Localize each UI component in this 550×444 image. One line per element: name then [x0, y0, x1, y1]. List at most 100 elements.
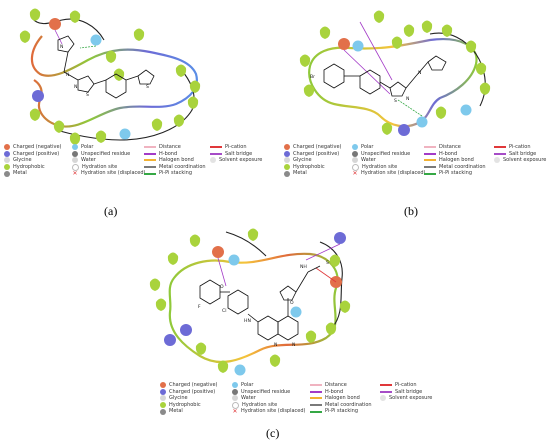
caption-a: (a) — [104, 204, 118, 218]
atom-label: S — [86, 92, 89, 98]
residue-hydrophobic — [175, 64, 187, 77]
residues-c — [149, 228, 351, 376]
legend-label: Salt bridge — [225, 150, 253, 157]
atom-label: S — [146, 84, 149, 90]
residue-hydrophobic — [373, 10, 385, 23]
residue-positive — [164, 334, 176, 346]
backbone-c — [225, 231, 267, 257]
legend-label: Charged (positive) — [169, 388, 216, 395]
residue-hydrophobic — [151, 118, 163, 131]
residue-hydrophobic — [269, 354, 281, 367]
legend-label: Metal — [13, 170, 27, 177]
legend-label: Metal coordination — [159, 163, 206, 170]
atom-label: N — [292, 342, 295, 348]
legend-label: H-bond — [439, 150, 458, 157]
residue-negative — [49, 18, 61, 30]
legend-label: Water — [241, 395, 256, 402]
residue-hydrophobic — [441, 24, 453, 37]
residues-a — [19, 8, 201, 145]
residue-hydrophobic — [29, 108, 41, 121]
atom-label: N — [60, 44, 63, 50]
atom-label: F — [198, 304, 201, 310]
panel-c-diagram: F O Cl HN N N O NH S — [149, 228, 351, 376]
residue-polar — [234, 364, 246, 376]
legend-label: Polar — [81, 144, 94, 150]
atom-label: N — [274, 342, 277, 348]
residue-polar — [460, 104, 472, 116]
residue-hydrophobic — [217, 360, 229, 373]
residue-hydrophobic — [325, 322, 337, 335]
legend-label: Halogen bond — [159, 157, 194, 164]
x-icon: ✕ — [352, 169, 358, 177]
legend-label: Salt bridge — [509, 150, 537, 157]
hbond-b2 — [359, 21, 393, 81]
legend-label: Solvent exposure — [503, 157, 547, 164]
legend-label: Pi-Pi stacking — [325, 408, 358, 415]
legend-label: Unspecified residue — [361, 150, 411, 157]
residue-hydrophobic — [133, 28, 145, 41]
legend-label: H-bond — [325, 388, 344, 395]
legend-label: Unspecified residue — [81, 150, 131, 157]
legend-label: Water — [81, 157, 96, 164]
atom-label: S — [394, 98, 397, 104]
residue-positive — [180, 324, 192, 336]
legend-label: Hydrophobic — [169, 401, 201, 408]
residue-hydrophobic — [303, 84, 315, 97]
legend-col: Pi-cation Salt bridge Solvent exposure — [210, 144, 262, 164]
x-icon: ✕ — [72, 169, 78, 177]
legend-label: Salt bridge — [395, 388, 423, 395]
legend-label: Charged (negative) — [169, 382, 218, 388]
x-icon: ✕ — [232, 407, 238, 415]
legend-label: Glycine — [169, 395, 188, 402]
legend-label: Distance — [439, 144, 461, 150]
legend-label: Hydration site — [82, 163, 118, 170]
residue-hydrophobic — [149, 278, 161, 291]
legend-label: Polar — [241, 382, 254, 388]
legend-col: Polar Unspecified residue Water Hydratio… — [352, 144, 426, 177]
legend-label: Charged (positive) — [13, 150, 60, 157]
residue-polar — [416, 116, 428, 128]
residue-hydrophobic — [247, 228, 259, 241]
legend-col: Pi-cation Salt bridge Solvent exposure — [380, 382, 432, 402]
legend-label: Polar — [361, 144, 374, 150]
legend-c: Charged (negative) Charged (positive) Gl… — [160, 382, 432, 422]
backbone-a — [31, 17, 105, 41]
residue-hydrophobic — [435, 106, 447, 119]
ligand-b — [323, 55, 447, 97]
residue-hydrophobic — [19, 30, 31, 43]
residue-hydrophobic — [69, 10, 81, 23]
caption-b: (b) — [404, 204, 418, 218]
ligand-c — [199, 265, 321, 341]
legend-label: Pi-Pi stacking — [159, 170, 192, 177]
legend-label: Hydrophobic — [293, 163, 325, 170]
residue-hydrophobic — [299, 54, 311, 67]
legend-label: Charged (negative) — [293, 144, 342, 150]
residue-hydrophobic — [475, 62, 487, 75]
residue-hydrophobic — [155, 298, 167, 311]
residue-hydrophobic — [113, 68, 125, 81]
legend-label: Pi-cation — [395, 382, 417, 388]
atom-label: O — [220, 284, 224, 290]
residue-hydrophobic — [391, 36, 403, 49]
residue-hydrophobic — [189, 80, 201, 93]
legend-col: Charged (negative) Charged (positive) Gl… — [160, 382, 217, 415]
residue-hydrophobic — [53, 120, 65, 133]
residue-hydrophobic — [105, 50, 117, 63]
residue-hydrophobic — [421, 20, 433, 33]
hbond-c — [217, 257, 227, 287]
residue-polar — [228, 254, 240, 266]
legend-label: Metal — [169, 408, 183, 415]
atom-label: N — [74, 84, 77, 90]
legend-label: Solvent exposure — [219, 157, 263, 164]
legend-label: Hydration site — [362, 163, 398, 170]
legend-a: Charged (negative) Charged (positive) Gl… — [4, 144, 264, 184]
legend-label: Halogen bond — [325, 395, 360, 402]
atom-label: S — [326, 260, 329, 266]
legend-label: Pi-Pi stacking — [439, 170, 472, 177]
legend-label: Glycine — [13, 157, 32, 164]
legend-label: Hydration site (displaced) — [241, 408, 306, 415]
legend-label: Unspecified residue — [241, 388, 291, 395]
pocket-outline-b — [308, 38, 478, 128]
atom-label: NH — [300, 264, 307, 270]
residue-positive — [334, 232, 346, 244]
